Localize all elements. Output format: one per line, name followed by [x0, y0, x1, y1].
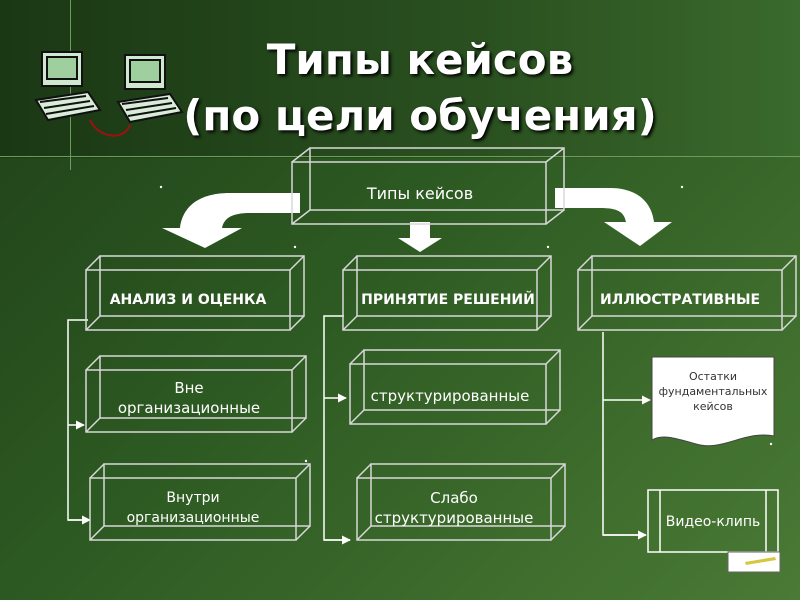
illustrative-connector: [602, 332, 645, 536]
document-label-line-2: фундаментальных: [658, 385, 768, 398]
structured-box: [349, 349, 561, 425]
vnutri-label-line-2: организационные: [126, 510, 260, 526]
document-label-line-3: кейсов: [693, 400, 733, 413]
illustrative-box: [577, 255, 797, 331]
decor-horizontal-line: [0, 156, 800, 157]
title-line-2: (по цели обучения): [183, 91, 657, 140]
structured-label-line-1: структурированные: [370, 387, 530, 405]
structured-label: структурированные: [340, 386, 560, 406]
video-clip-shape: [647, 489, 779, 553]
vnutri-label: Внутри организационные: [90, 488, 296, 528]
page-title: Типы кейсов (по цели обучения): [120, 32, 720, 144]
vnutri-box: [89, 463, 311, 541]
computers-clipart-icon: [34, 51, 184, 137]
center-down-arrow: [398, 222, 442, 252]
weak-structured-label-line-2: структурированные: [374, 509, 534, 527]
title-line-1: Типы кейсов: [266, 35, 574, 84]
analysis-box: [85, 255, 305, 331]
pencil-icon: [745, 557, 776, 565]
weak-structured-box: [356, 463, 566, 541]
category-analysis-label: АНАЛИЗ И ОЦЕНКА: [109, 292, 267, 308]
analysis-connector: [67, 319, 88, 521]
category-illustrative-label: ИЛЛЮСТРАТИВНЫЕ: [599, 292, 761, 308]
document-label-line-1: Остатки: [688, 370, 738, 383]
document-label: Остатки фундаментальных кейсов: [648, 369, 778, 414]
video-clip-label: Видео-клипь: [665, 514, 761, 530]
document-shape: [651, 356, 775, 447]
decision-box: [342, 255, 552, 331]
root-label: Типы кейсов: [366, 184, 474, 203]
right-curved-arrow: [555, 188, 672, 246]
vne-box: [85, 355, 307, 433]
weak-structured-label: Слабо структурированные: [352, 488, 556, 528]
vne-label: Вне организационные: [86, 378, 292, 418]
vne-label-line-2: организационные: [117, 399, 261, 417]
vne-label-line-1: Вне: [174, 379, 204, 397]
weak-structured-label-line-1: Слабо: [430, 489, 478, 507]
root-box: [291, 147, 565, 225]
decision-connector: [323, 315, 350, 541]
left-curved-arrow: [162, 193, 300, 248]
category-decision-label: ПРИНЯТИЕ РЕШЕНИЙ: [361, 292, 535, 308]
vnutri-label-line-1: Внутри: [166, 490, 220, 506]
